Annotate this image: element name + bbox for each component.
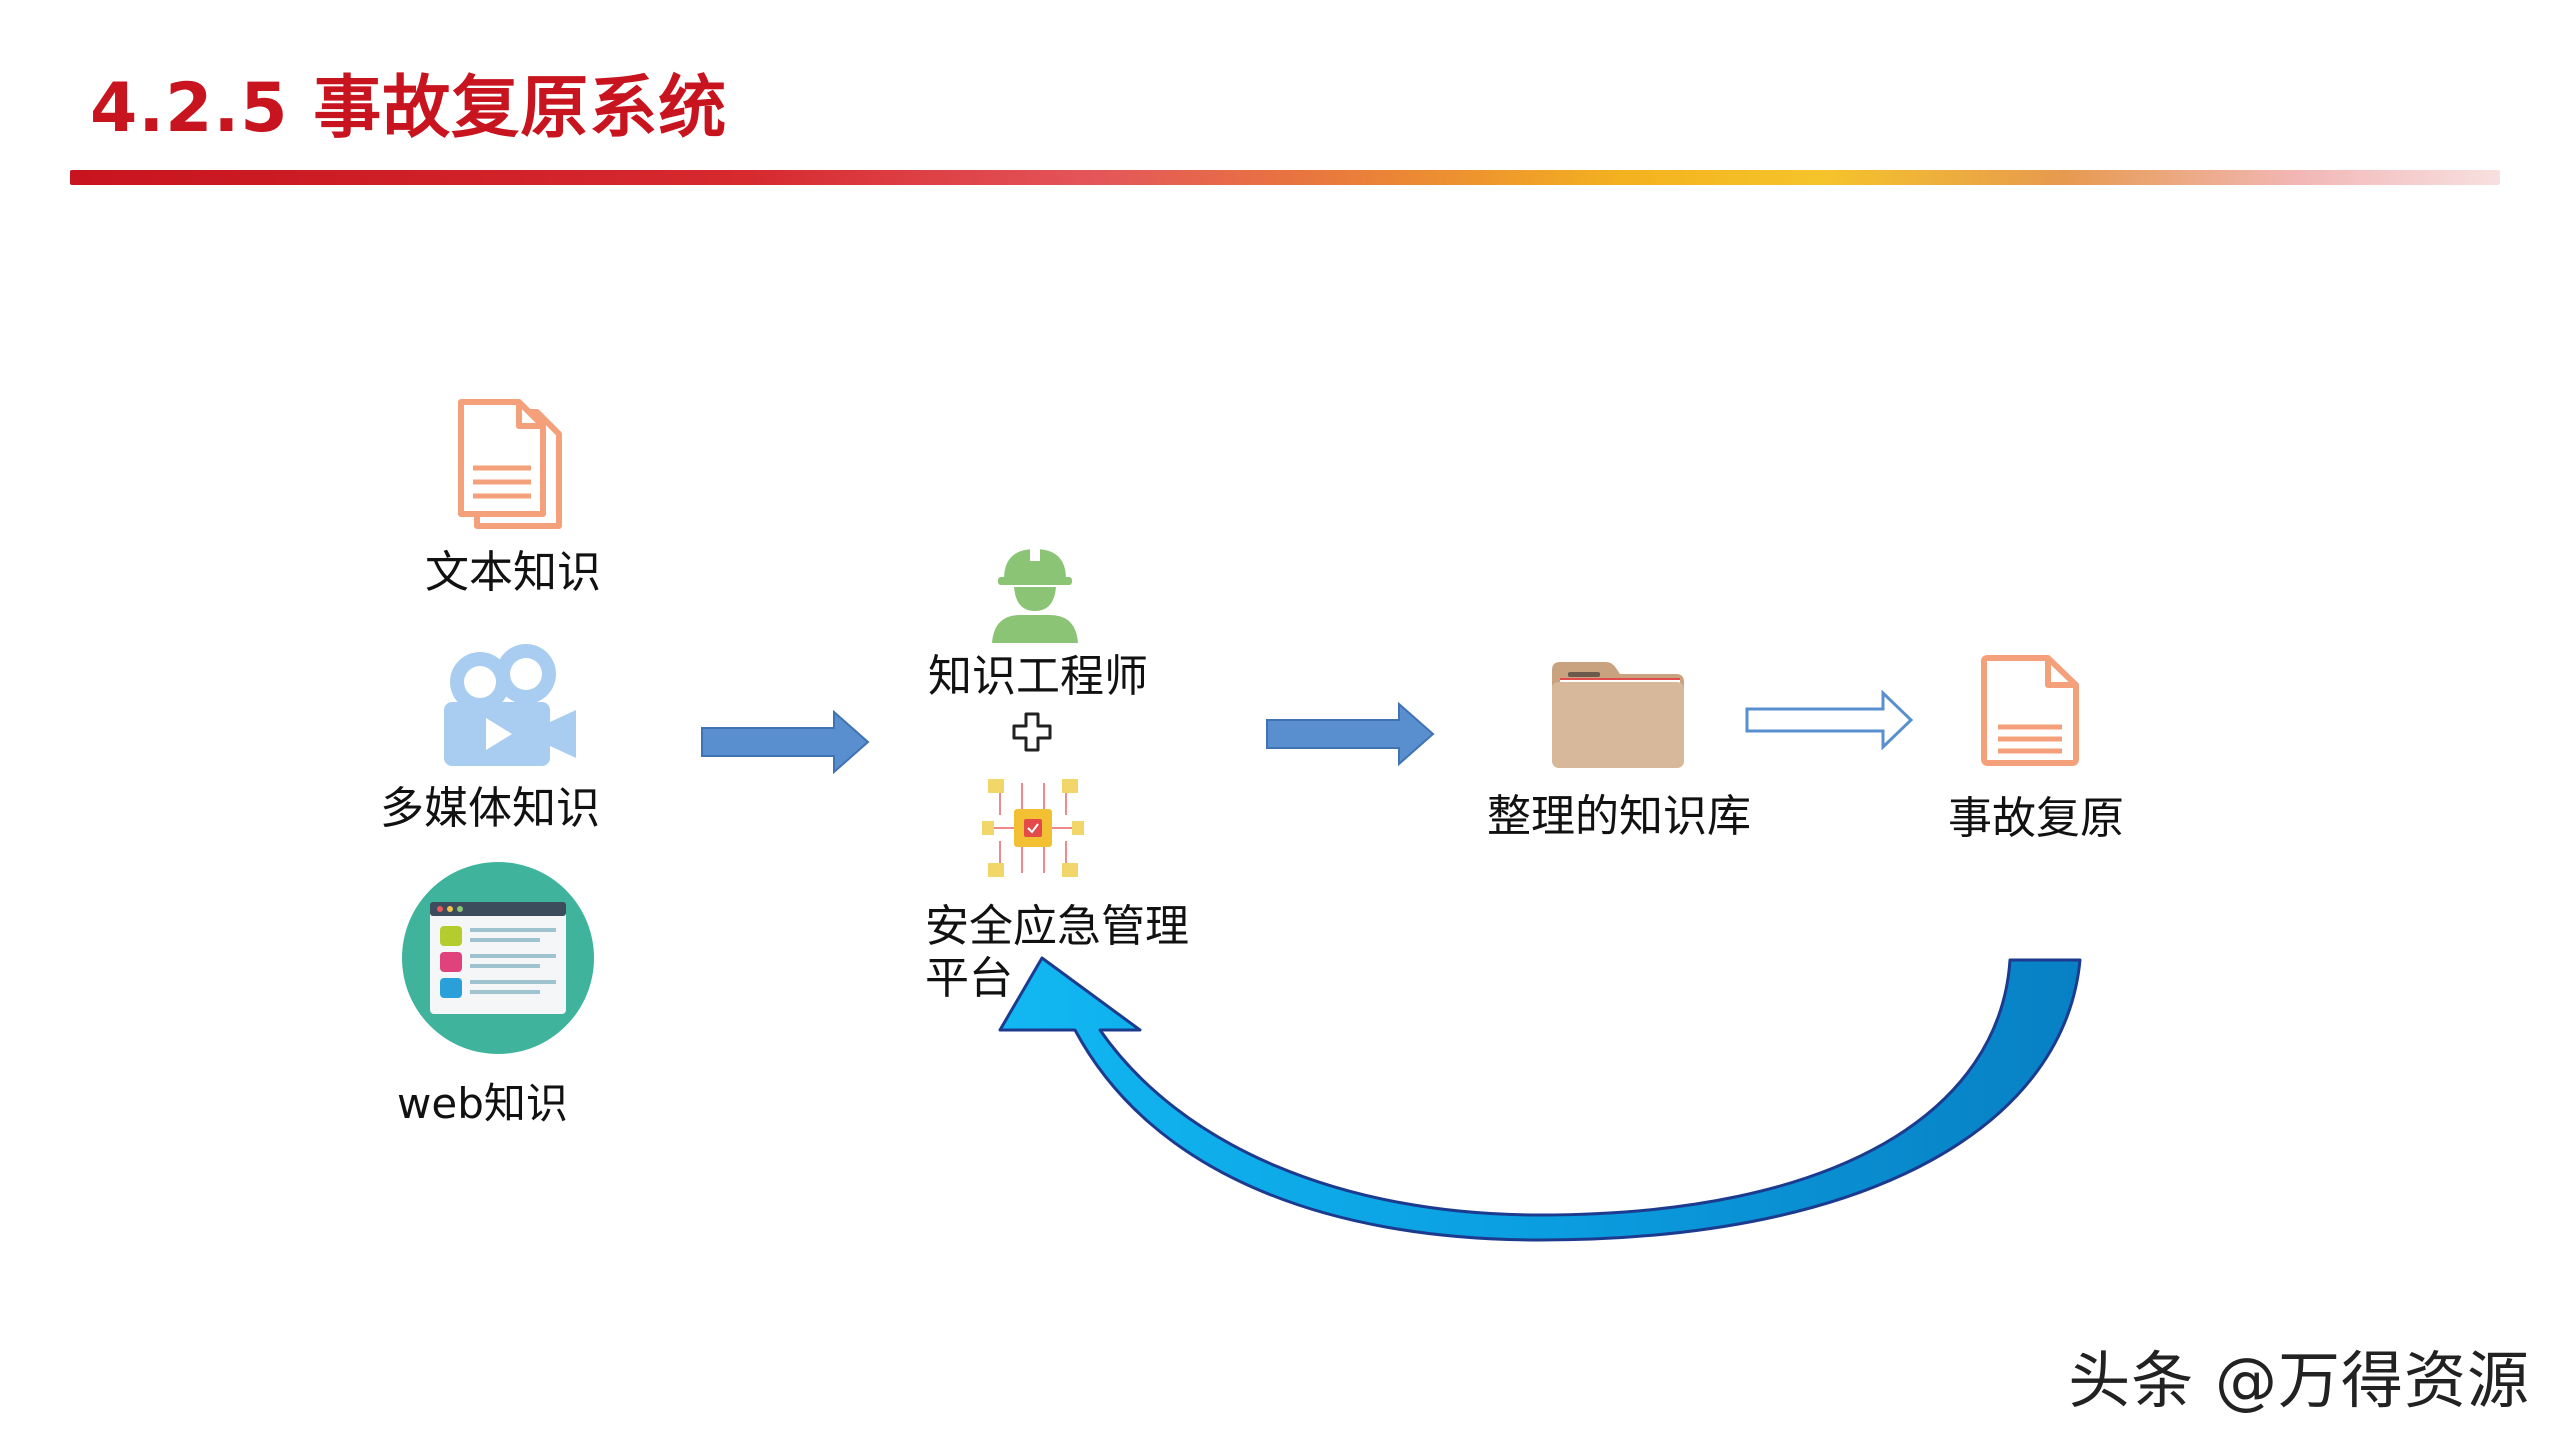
platform-label-line2: 平台 xyxy=(925,953,1013,1004)
web-page-icon xyxy=(400,860,596,1056)
header-divider-bar xyxy=(70,170,2500,185)
video-camera-icon xyxy=(440,640,580,770)
watermark-text: 头条 @万得资源 xyxy=(2068,1344,2530,1417)
flow-arrow-to-restore-icon xyxy=(1745,689,1915,751)
platform-label-line1: 安全应急管理 xyxy=(925,901,1189,952)
web-knowledge-label: web知识 xyxy=(397,1079,568,1128)
flow-arrow-to-library-icon xyxy=(1265,701,1435,767)
document-icon xyxy=(1978,655,2080,767)
document-stack-icon xyxy=(455,398,575,533)
text-knowledge-label: 文本知识 xyxy=(425,547,601,598)
folder-icon xyxy=(1548,660,1688,770)
platform-chip-icon xyxy=(980,775,1086,881)
page-title: 4.2.5 事故复原系统 xyxy=(90,69,728,148)
flow-arrow-to-platform-icon xyxy=(700,709,870,775)
multimedia-knowledge-label: 多媒体知识 xyxy=(380,783,600,834)
knowledge-engineer-label: 知识工程师 xyxy=(928,651,1148,702)
plus-icon xyxy=(1012,712,1052,752)
accident-restore-label: 事故复原 xyxy=(1948,793,2124,844)
curved-return-arrow-icon xyxy=(980,950,2100,1250)
safety-engineer-icon xyxy=(990,545,1080,645)
knowledge-library-label: 整理的知识库 xyxy=(1487,791,1751,842)
